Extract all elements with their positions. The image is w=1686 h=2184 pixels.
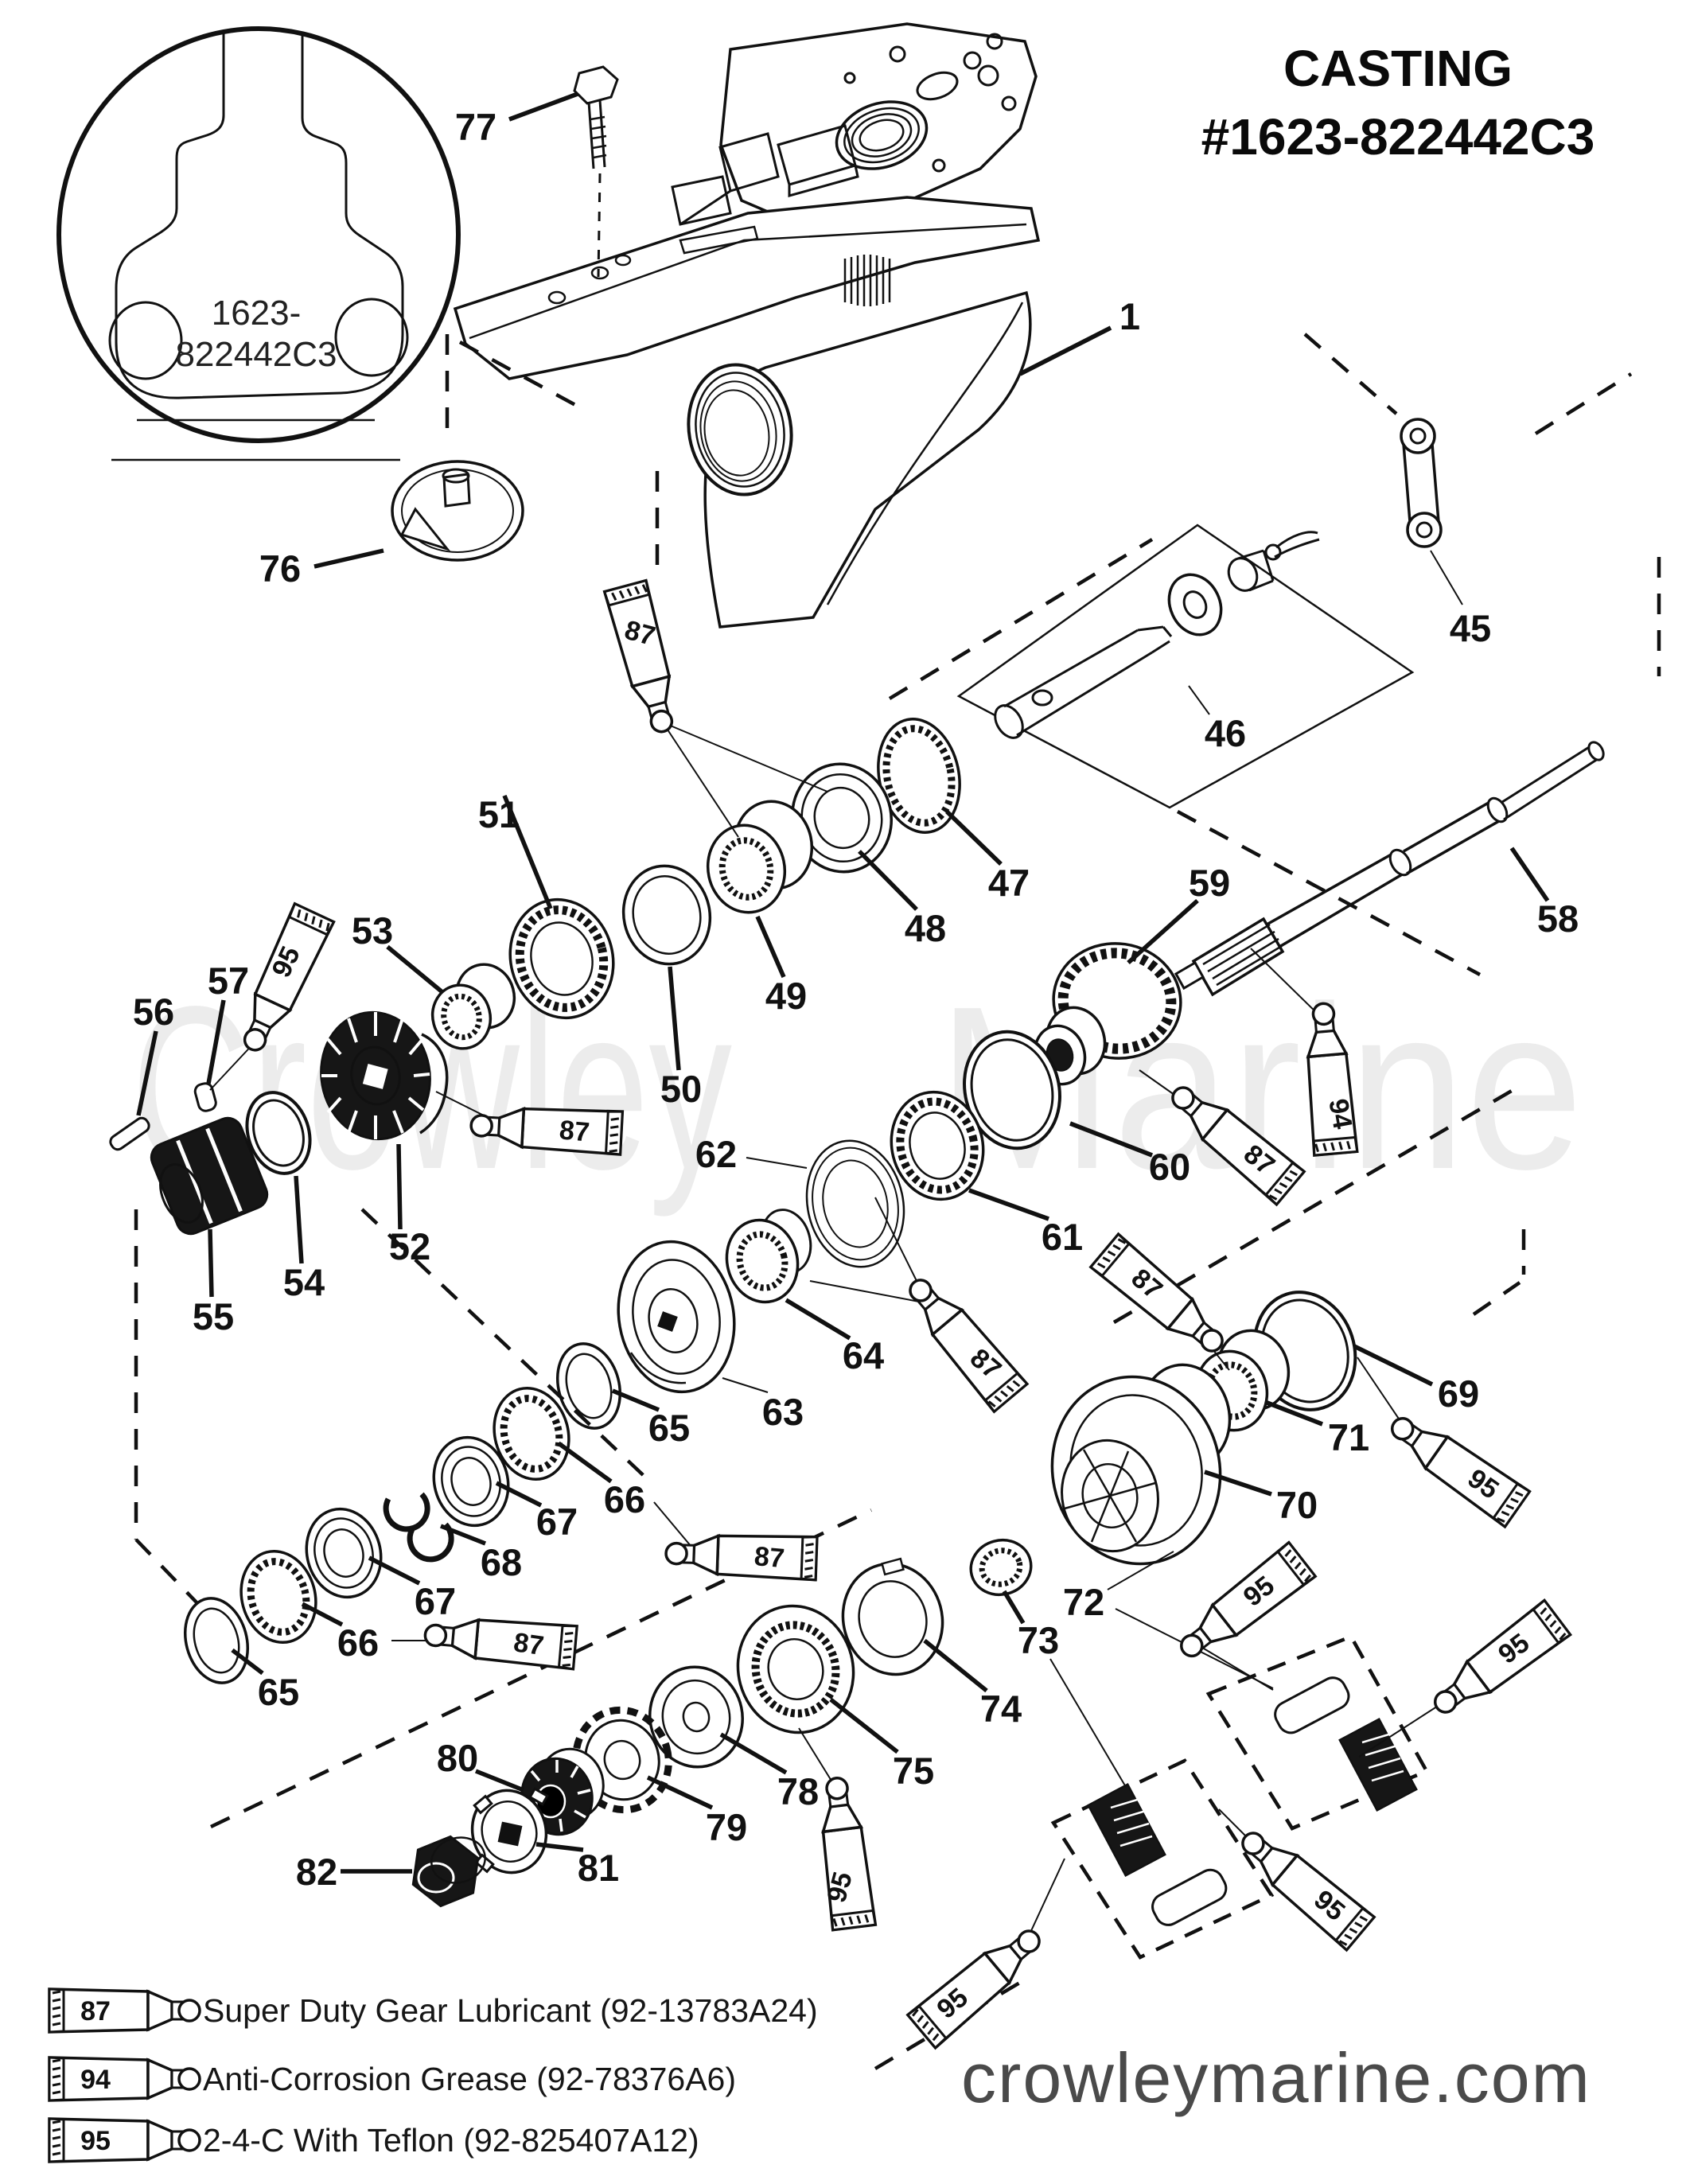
tube-95-icon xyxy=(1229,1819,1376,1952)
casting-title: CASTING #1623-822442C3 xyxy=(1201,40,1595,165)
tube-87-icon xyxy=(1089,1232,1236,1365)
website-watermark: crowleymarine.com xyxy=(961,2038,1591,2117)
part-callout-70: 70 xyxy=(1276,1484,1318,1526)
part-callout-66: 66 xyxy=(604,1478,645,1520)
tube-87-icon xyxy=(896,1267,1029,1413)
inset-casting-number-line2: 822442C3 xyxy=(175,335,337,374)
prop-hardware-chain xyxy=(411,1557,944,1908)
legend-code-94: 94 xyxy=(80,2065,111,2095)
part-callout-72: 72 xyxy=(1063,1581,1104,1623)
part-callout-53: 53 xyxy=(352,909,393,952)
part-callout-48: 48 xyxy=(905,907,946,949)
forward-gear-cluster xyxy=(109,1010,449,1236)
plug-kit-boxes xyxy=(1050,1634,1430,1960)
legend-code-95: 95 xyxy=(80,2126,111,2156)
trim-tab-76 xyxy=(391,460,524,562)
part-callout-60: 60 xyxy=(1149,1146,1190,1188)
bearing-carrier-cluster xyxy=(969,1291,1357,1597)
legend-code-87: 87 xyxy=(80,1996,111,2026)
legend-label-87: Super Duty Gear Lubricant (92-13783A24) xyxy=(203,1992,818,2029)
pinion-gear-59 xyxy=(1033,942,1182,1086)
part-callout-64: 64 xyxy=(843,1334,884,1376)
tube-87-icon xyxy=(664,1530,819,1582)
part-callout-65: 65 xyxy=(648,1407,690,1449)
tube-87-code: 87 xyxy=(753,1541,785,1574)
part-callout-62: 62 xyxy=(695,1133,737,1175)
part-callout-63: 63 xyxy=(762,1391,804,1433)
part-callout-49: 49 xyxy=(765,975,807,1017)
forward-gear-bearing-chain xyxy=(617,1030,1061,1394)
legend-tube-94-icon xyxy=(48,2056,201,2102)
shift-shaft-assembly-46 xyxy=(956,524,1415,809)
part-callout-79: 79 xyxy=(706,1806,747,1848)
part-callout-55: 55 xyxy=(193,1295,234,1337)
title-line2: #1623-822442C3 xyxy=(1201,108,1595,165)
casting-inset: 1623- 822442C3 xyxy=(56,26,461,461)
part-callout-52: 52 xyxy=(389,1225,430,1267)
part-callout-75: 75 xyxy=(893,1750,934,1792)
part-callout-58: 58 xyxy=(1537,897,1579,940)
part-callout-80: 80 xyxy=(437,1737,478,1779)
legend-tube-87-icon xyxy=(48,1987,201,2034)
part-callout-76: 76 xyxy=(259,547,301,590)
inset-casting-number-line1: 1623- xyxy=(212,294,302,333)
part-callout-54: 54 xyxy=(283,1261,325,1303)
part-callout-56: 56 xyxy=(133,991,174,1033)
legend: 87 Super Duty Gear Lubricant (92-13783A2… xyxy=(48,1987,818,2163)
tube-95-icon xyxy=(812,1773,878,1932)
driveshaft-seal-chain xyxy=(183,1342,622,1684)
part-callout-68: 68 xyxy=(481,1541,522,1583)
link-45 xyxy=(1400,418,1443,548)
part-callout-61: 61 xyxy=(1042,1216,1083,1258)
part-callout-46: 46 xyxy=(1205,712,1246,754)
part-callout-67: 67 xyxy=(415,1580,456,1622)
explosion-axis-lines xyxy=(134,333,1661,2070)
bolt-77 xyxy=(573,65,619,278)
part-callout-51: 51 xyxy=(478,793,520,835)
legend-tube-95-icon xyxy=(48,2117,201,2163)
part-callout-73: 73 xyxy=(1018,1619,1059,1661)
part-callout-67: 67 xyxy=(536,1501,578,1543)
part-callout-57: 57 xyxy=(208,960,249,1002)
part-callout-77: 77 xyxy=(455,106,496,148)
part-callout-82: 82 xyxy=(296,1851,337,1893)
part-callout-1: 1 xyxy=(1119,295,1140,337)
part-callout-45: 45 xyxy=(1450,607,1491,649)
title-line1: CASTING xyxy=(1283,40,1513,97)
part-callout-50: 50 xyxy=(660,1068,702,1110)
part-callouts: 77 1 76 45 46 47 48 49 50 51 52 53 54 55 56 57 58 59 60 61 6… xyxy=(133,106,1579,1893)
housing-hatching xyxy=(843,255,891,306)
legend-label-95: 2-4-C With Teflon (92-825407A12) xyxy=(203,2122,699,2159)
legend-label-94: Anti-Corrosion Grease (92-78376A6) xyxy=(203,2061,736,2097)
tube-95-icon xyxy=(1423,1598,1572,1727)
part-callout-81: 81 xyxy=(578,1847,619,1889)
leader-lines xyxy=(136,91,1550,1874)
driveshaft-bearing-chain xyxy=(430,718,961,1050)
part-callout-59: 59 xyxy=(1189,862,1230,904)
tube-87-code: 87 xyxy=(558,1115,590,1147)
tube-87-code: 87 xyxy=(512,1627,546,1661)
tube-94-code: 94 xyxy=(1322,1096,1357,1131)
gear-housing xyxy=(453,22,1041,629)
part-callout-69: 69 xyxy=(1438,1372,1479,1415)
part-callout-65: 65 xyxy=(258,1671,299,1713)
tube-95-icon xyxy=(1169,1540,1317,1671)
part-callout-47: 47 xyxy=(988,862,1030,904)
tube-95-icon xyxy=(1380,1403,1532,1528)
tube-95-icon xyxy=(906,1917,1053,2050)
tube-87-icon xyxy=(602,578,687,738)
prop-shaft-58 xyxy=(1174,741,1605,997)
part-callout-78: 78 xyxy=(777,1770,819,1812)
part-callout-66: 66 xyxy=(337,1621,379,1664)
part-callout-71: 71 xyxy=(1328,1416,1369,1458)
part-callout-74: 74 xyxy=(980,1688,1022,1730)
